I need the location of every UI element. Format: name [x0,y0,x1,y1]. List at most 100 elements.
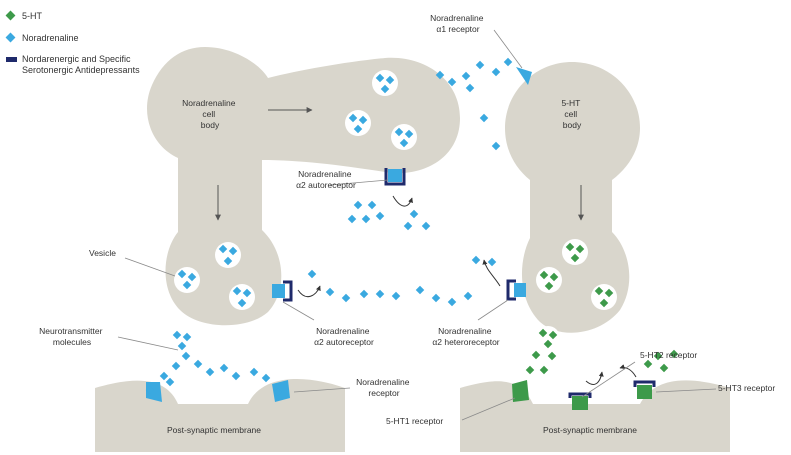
legend-nassa-line1: Nordarenergic and Specific [22,54,131,64]
noradrenaline-icon [5,32,16,43]
noradrenaline-molecule [409,209,419,219]
ht1-receptor-label: 5-HT1 receptor [386,416,443,426]
noradrenaline-molecule [421,221,431,231]
serotonin-molecule [549,272,559,282]
noradrenaline-molecule [181,351,191,361]
na-alpha2-mid-label: Noradrenaline α2 autoreceptor [314,326,374,347]
noradrenaline-molecule [403,221,413,231]
noradrenaline-molecule [261,373,271,383]
noradrenaline-molecule [367,200,377,210]
noradrenaline-molecule [375,73,385,83]
noradrenaline-molecule [341,293,351,303]
noradrenaline-molecule [177,269,187,279]
noradrenaline-molecule [391,291,401,301]
serotonin-molecule [544,281,554,291]
alpha1-receptor [516,67,532,85]
ht3-receptor-label: 5-HT3 receptor [718,383,775,393]
noradrenaline-molecule [375,289,385,299]
noradrenaline-molecule [205,367,215,377]
noradrenaline-molecule [471,255,481,265]
noradrenaline-molecule [242,288,252,298]
noradrenaline-molecule [325,287,335,297]
noradrenaline-molecule [165,377,175,387]
na-receptor-label: Noradrenaline receptor [356,377,412,398]
noradrenaline-molecule [177,341,187,351]
na-alpha2-top-label: Noradrenaline α2 autoreceptor [296,169,356,190]
serotonin-icon [5,10,16,21]
noradrenaline-molecule [358,115,368,125]
legend-nassa-line2: Serotonergic Antidepressants [22,65,140,75]
ht3-receptor [633,380,656,399]
serotonin-molecule [548,330,558,340]
ht2-receptor-label: 5-HT2 receptor [640,350,697,360]
serotonin-molecule [669,349,679,359]
noradrenaline-molecule [219,363,229,373]
serotonin-molecule [547,351,557,361]
noradrenaline-molecule [145,385,155,395]
leader-lines [117,29,717,421]
flow-arrows [215,107,584,221]
noradrenaline-molecule [193,359,203,369]
molecules [145,57,679,397]
noradrenaline-molecule [223,256,233,266]
noradrenaline-molecule [237,298,247,308]
noradrenaline-molecule [353,200,363,210]
noradrenaline-molecule [385,75,395,85]
noradrenaline-molecule [249,367,259,377]
noradrenaline-molecule [159,371,169,381]
nassa-blocker-icon [6,57,17,62]
noradrenaline-molecule [431,293,441,303]
noradrenaline-molecule [465,83,475,93]
noradrenaline-molecule [172,330,182,340]
alpha2-autoreceptor-top [384,168,406,186]
feedback-arrows [297,195,637,385]
noradrenaline-molecule [415,285,425,295]
ht2-receptor [568,392,592,410]
noradrenaline-molecule [359,289,369,299]
noradrenaline-molecule [187,272,197,282]
legend-serotonin: 5-HT [22,11,43,21]
serotonin-molecule [543,339,553,349]
noradrenaline-molecule [503,57,513,67]
noradrenaline-molecule [447,77,457,87]
noradrenaline-molecule [307,269,317,279]
noradrenaline-molecule [394,127,404,137]
noradrenaline-molecule [182,332,192,342]
noradrenaline-molecule [228,246,238,256]
na-alpha1-label: Noradrenaline α1 receptor [430,13,486,34]
noradrenaline-molecule [487,257,497,267]
noradrenaline-molecule [361,214,371,224]
postsyn-membrane-left [95,378,345,452]
noradrenaline-molecule [491,67,501,77]
noradrenaline-molecule [353,124,363,134]
serotonin-molecule [604,288,614,298]
serotonin-molecule [531,350,541,360]
noradrenaline-molecule [475,60,485,70]
postsyn-left-label: Post-synaptic membrane [167,425,261,435]
serotonin-molecule [538,328,548,338]
noradrenaline-molecule [171,361,181,371]
noradrenaline-molecule [232,286,242,296]
noradrenaline-molecule [218,244,228,254]
noradrenaline-molecule [491,141,501,151]
noradrenaline-molecule [273,387,283,397]
noradrenaline-molecule [231,371,241,381]
noradrenaline-molecule [463,291,473,301]
receptors [146,67,656,410]
postsyn-right-label: Post-synaptic membrane [543,425,637,435]
serotonin-molecule [599,298,609,308]
noradrenaline-molecule [435,70,445,80]
noradrenaline-molecule [182,280,192,290]
vesicle-label: Vesicle [89,248,116,258]
serotonin-molecule [643,359,653,369]
postsyn-membrane-right [460,380,730,452]
serotonin-molecule [517,381,527,391]
na-cell-body-label: Noradrenaline cell body [182,98,238,130]
serotonin-molecule [539,270,549,280]
noradrenaline-molecule [375,211,385,221]
noradrenaline-molecule [404,129,414,139]
noradrenaline-molecule [447,297,457,307]
alpha2-autoreceptor-mid [272,280,293,302]
noradrenaline-molecule [347,214,357,224]
